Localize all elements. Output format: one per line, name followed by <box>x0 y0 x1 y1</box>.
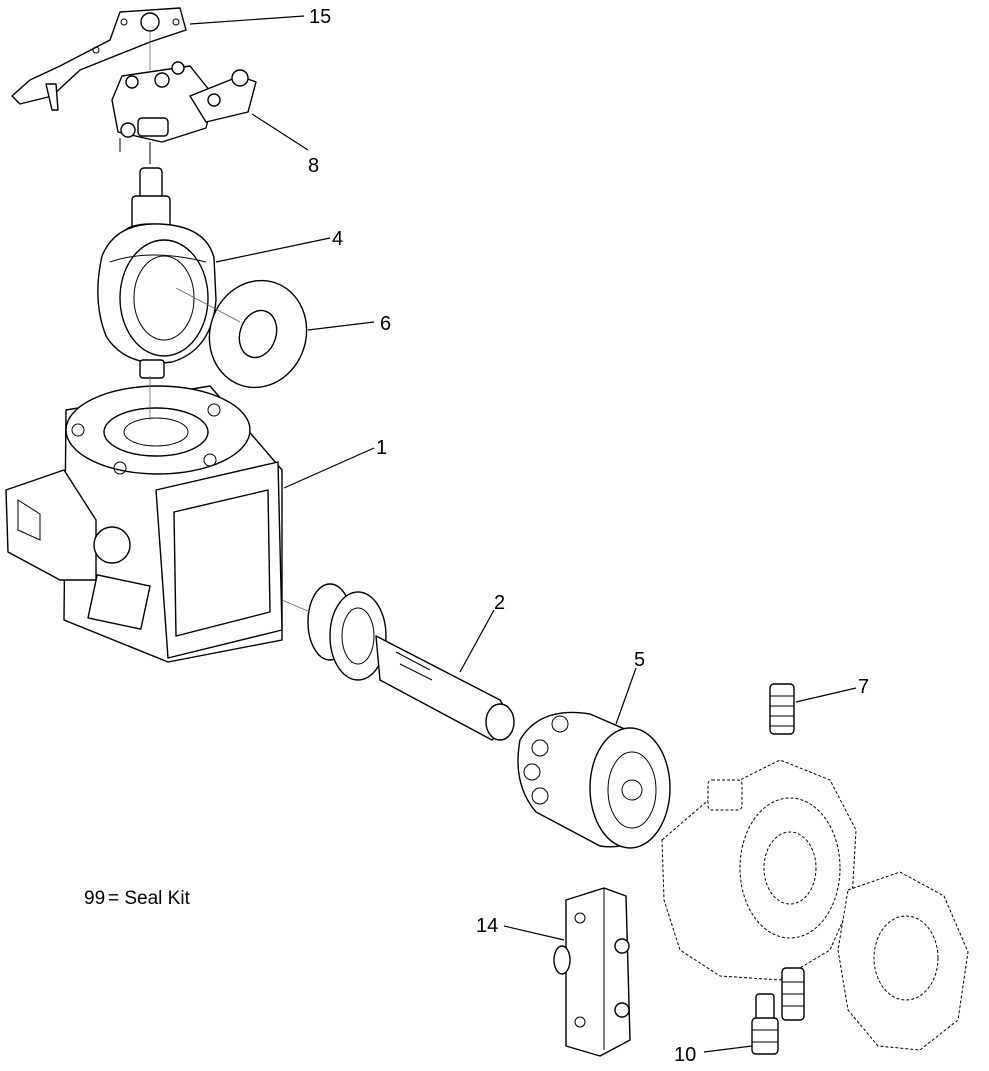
leader-7 <box>795 687 857 703</box>
part-swashplate <box>97 167 217 380</box>
part-rear-plate <box>837 871 969 1051</box>
callout-10: 10 <box>674 1044 696 1066</box>
leader-8 <box>251 113 309 151</box>
seal-kit-text: = Seal Kit <box>108 888 191 909</box>
part-control-lever <box>11 7 187 111</box>
callout-8: 8 <box>308 155 319 177</box>
part-check-valve-upper <box>769 683 795 735</box>
callout-labels: 15 8 4 6 1 2 5 7 14 10 <box>308 6 869 1066</box>
callout-5: 5 <box>634 649 645 671</box>
leader-1 <box>283 447 375 489</box>
part-valve-block <box>553 887 631 1057</box>
callout-2: 2 <box>494 592 505 614</box>
leader-lines <box>189 15 857 1053</box>
seal-kit-number: 99 <box>84 888 105 909</box>
callout-4: 4 <box>332 228 343 250</box>
part-pump-housing <box>5 376 283 663</box>
leader-2 <box>459 609 495 673</box>
callout-1: 1 <box>376 437 387 459</box>
leader-4 <box>215 237 331 263</box>
leader-6 <box>307 321 375 331</box>
part-check-valve-lower <box>751 993 779 1055</box>
callout-6: 6 <box>380 313 391 335</box>
leader-10 <box>703 1045 753 1053</box>
part-rotating-group <box>517 711 671 849</box>
callout-7: 7 <box>858 676 869 698</box>
part-drive-shaft <box>281 583 515 741</box>
part-thrust-plate <box>175 279 308 389</box>
part-control-linkage <box>111 61 257 164</box>
leader-14 <box>503 925 565 941</box>
leader-5 <box>615 667 637 725</box>
part-cartridge <box>781 967 805 1021</box>
callout-14: 14 <box>476 915 498 937</box>
leader-15 <box>189 15 305 25</box>
seal-kit-note: 99 = Seal Kit <box>84 888 191 909</box>
part-end-cap <box>661 759 857 981</box>
callout-15: 15 <box>309 6 331 28</box>
